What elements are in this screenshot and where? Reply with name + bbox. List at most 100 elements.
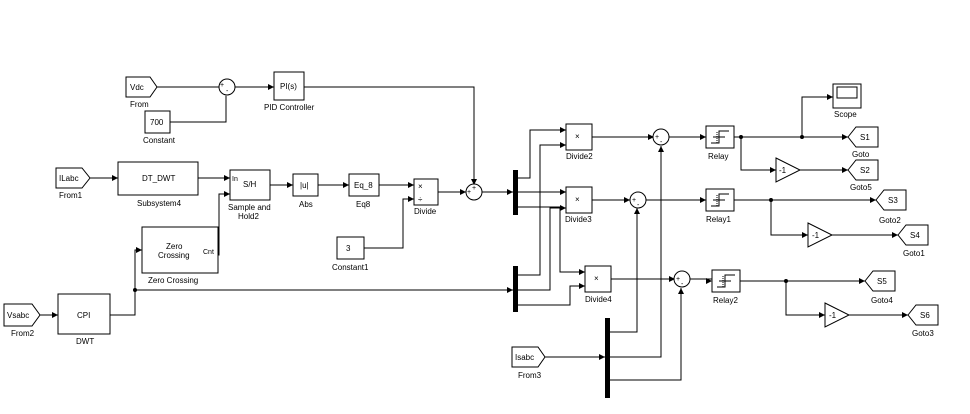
junctions <box>133 135 804 292</box>
wire-relay-scope <box>801 96 833 137</box>
junction-dot <box>133 288 137 292</box>
subsystem4-text: DT_DWT <box>142 174 175 183</box>
zero-crossing-block[interactable]: Zero Crossing Cnt Zero Crossing <box>141 226 219 285</box>
gain-block-1[interactable]: -1 <box>775 157 802 183</box>
from-isabc-text: Isabc <box>515 353 534 362</box>
goto-block-s6[interactable]: S6 Goto3 <box>907 304 939 338</box>
sum2-plus-sign-2: + <box>472 185 476 192</box>
eq8-text: Eq_8 <box>354 181 373 190</box>
sh-label-line1: Sample and <box>228 203 271 212</box>
wire-cpi-branch <box>110 290 136 316</box>
constant-700-block[interactable]: 700 Constant <box>143 110 176 145</box>
sh-in-port: In <box>232 176 238 183</box>
pid-text: PI(s) <box>280 82 297 91</box>
from-block-vdc[interactable]: Vdc From <box>125 76 158 109</box>
goto-block-s4[interactable]: S4 Goto1 <box>897 224 929 258</box>
mux-bus-2[interactable] <box>513 266 518 312</box>
wire-const1-divide <box>364 198 414 249</box>
divide2-text: × <box>575 132 580 141</box>
subsystem4-block[interactable]: DT_DWT Subsystem4 <box>117 161 199 208</box>
from-ilabc-text: ILabc <box>59 174 79 183</box>
divide3-label: Divide3 <box>565 215 592 224</box>
gain2-text: -1 <box>812 231 820 240</box>
sum-block-3[interactable]: + - <box>652 128 670 146</box>
junction-dot <box>769 198 773 202</box>
dwt-label: DWT <box>76 337 94 346</box>
divide4-block[interactable]: × Divide4 <box>584 265 612 304</box>
divide-mult-sign: × <box>418 182 423 191</box>
gain-block-3[interactable]: -1 <box>824 302 851 328</box>
wire-branch-zc <box>134 249 142 290</box>
sum-block-4[interactable]: + - <box>629 191 647 209</box>
sum-block-5[interactable]: + - <box>673 270 691 288</box>
from-ilabc-label: From1 <box>59 191 83 200</box>
relay2-block[interactable]: Relay2 <box>711 269 741 305</box>
relay-block[interactable]: Relay <box>705 125 735 161</box>
wire-bus2-div2 <box>518 144 566 276</box>
divide2-label: Divide2 <box>566 152 593 161</box>
abs-block[interactable]: |u| Abs <box>292 173 319 209</box>
sum3-plus-sign: + <box>655 134 659 141</box>
gain-block-2[interactable]: -1 <box>807 222 834 248</box>
constant1-block[interactable]: 3 Constant1 <box>332 236 369 272</box>
wire-bus3-sum5 <box>610 288 682 381</box>
junction-dot <box>784 279 788 283</box>
eq8-block[interactable]: Eq_8 Eq8 <box>348 173 380 209</box>
goto-s5-text: S5 <box>877 277 887 286</box>
sum4-plus-sign: + <box>632 197 636 204</box>
goto-block-s1[interactable]: S1 Goto <box>847 126 879 159</box>
wires <box>40 86 908 381</box>
scope-block[interactable]: Scope <box>832 83 862 119</box>
relay1-block[interactable]: Relay1 <box>705 188 735 224</box>
zc-text-line2: Crossing <box>158 251 190 260</box>
goto-s3-label: Goto2 <box>879 216 901 225</box>
goto-s4-text: S4 <box>910 231 920 240</box>
from-block-vsabc[interactable]: Vsabc From2 <box>3 303 41 338</box>
sample-and-hold-block[interactable]: In S/H Sample and Hold2 <box>228 169 271 221</box>
wire-bus1-div2 <box>518 129 566 179</box>
sh-label-line2: Hold2 <box>238 212 259 221</box>
divide-div-sign: ÷ <box>418 195 423 204</box>
divide2-block[interactable]: × Divide2 <box>565 123 593 161</box>
divide-label: Divide <box>414 207 437 216</box>
from-block-isabc[interactable]: Isabc From3 <box>511 346 546 380</box>
sum3-minus-sign: - <box>660 139 663 146</box>
wire-relay-gain1 <box>740 137 776 171</box>
pid-controller-block[interactable]: PI(s) PID Controller <box>264 71 315 112</box>
zc-text-line1: Zero <box>166 242 183 251</box>
abs-label: Abs <box>299 200 313 209</box>
wire-pid-sum2 <box>304 86 475 185</box>
relay-hysteresis-icon <box>711 130 729 144</box>
sum1-plus-sign: + <box>220 82 224 89</box>
wire-const700-sum1 <box>170 96 227 123</box>
goto-block-s5[interactable]: S5 Goto4 <box>864 270 896 305</box>
goto-block-s3[interactable]: S3 Goto2 <box>875 189 907 225</box>
dwt-text: CPI <box>77 311 90 320</box>
wire-relay1-gain2 <box>770 200 808 236</box>
scope-label: Scope <box>834 110 857 119</box>
zc-out-port: Cnt <box>203 249 214 256</box>
sum2-plus-sign-1: + <box>467 189 471 196</box>
from-block-ilabc[interactable]: ILabc From1 <box>55 167 91 200</box>
from-vdc-text: Vdc <box>130 83 144 92</box>
goto-s1-text: S1 <box>860 133 870 142</box>
goto-s6-label: Goto3 <box>912 329 934 338</box>
mux-bus-1[interactable] <box>513 170 518 215</box>
relay2-hysteresis-icon <box>717 274 735 288</box>
wire-relay2-gain3 <box>785 281 825 316</box>
junction-dot <box>800 135 804 139</box>
sum-block-1[interactable]: + - <box>218 78 236 96</box>
divide3-block[interactable]: × Divide3 <box>565 186 593 224</box>
gain1-text: -1 <box>779 166 787 175</box>
divide-block[interactable]: × ÷ Divide <box>413 178 439 216</box>
goto-s2-label: Goto5 <box>850 183 872 192</box>
from-vdc-label: From <box>130 100 149 109</box>
sum-block-2[interactable]: + + <box>465 183 483 201</box>
dwt-block[interactable]: CPI DWT <box>57 293 111 346</box>
mux-bus-3[interactable] <box>605 318 610 398</box>
goto-s5-label: Goto4 <box>871 296 893 305</box>
relay2-label: Relay2 <box>713 296 738 305</box>
constant-700-text: 700 <box>150 118 164 127</box>
goto-block-s2[interactable]: S2 Goto5 <box>847 159 879 192</box>
